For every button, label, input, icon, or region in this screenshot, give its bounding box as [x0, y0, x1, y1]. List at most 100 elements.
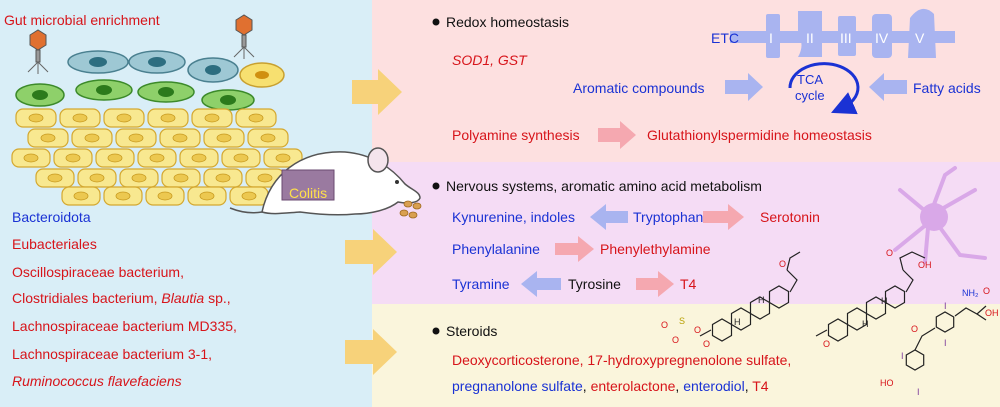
cell-nucleus: [215, 173, 231, 183]
tyrosine-to-t4-arrow: [636, 271, 674, 297]
cell-nucleus: [116, 113, 132, 123]
tca-line2: cycle: [795, 88, 825, 103]
tca-cycle-arrow: [788, 62, 860, 115]
cell-nucleus: [84, 133, 100, 143]
redox-genes: SOD1, GST: [452, 52, 527, 68]
complex-iv: IV: [875, 30, 889, 46]
chem-bond: [954, 305, 987, 317]
steroids-line1: Deoxycorticosterone, 17-hydroxypregnenol…: [452, 352, 792, 368]
cell-nucleus: [173, 173, 189, 183]
taxon-lachnospiraceae-md335: Lachnospiraceae bacterium MD335,: [12, 318, 237, 334]
big-arrow-nervous: [345, 229, 397, 275]
gut-cells-illustration: [15, 50, 285, 111]
cell-nucleus: [107, 153, 123, 163]
cell-nucleus: [115, 191, 131, 201]
cell-nucleus: [157, 191, 173, 201]
cell-nucleus: [149, 153, 165, 163]
etc-membrane: [730, 8, 955, 58]
cell-nucleus: [233, 153, 249, 163]
chem-label-h: H: [881, 296, 888, 306]
chem-label-nh2: NH₂: [962, 288, 979, 298]
colitis-label: Colitis: [289, 185, 328, 201]
steroid-panel-bg: [372, 304, 1000, 407]
chem-label-o: O: [823, 339, 830, 349]
cell-nucleus: [275, 153, 291, 163]
neuron-body: [920, 203, 948, 231]
polyamine-arrow: [598, 121, 636, 149]
cell-nucleus: [204, 113, 220, 123]
chem-bond: [899, 251, 926, 271]
taxon-ruminococcus: Ruminococcus flavefaciens: [12, 373, 182, 389]
separator: ,: [582, 378, 591, 394]
chem-label-h: H: [734, 317, 741, 327]
taxon-eubacteriales: Eubacteriales: [12, 236, 97, 252]
taxon-oscillospiraceae: Oscillospiraceae bacterium,: [12, 264, 184, 280]
fatty-acids: Fatty acids: [913, 80, 981, 96]
serotonin: Serotonin: [760, 209, 820, 225]
chem-label-i: I: [917, 387, 920, 397]
tryptophan-to-serotonin-arrow: [703, 204, 744, 230]
cell-nucleus: [216, 133, 232, 143]
chem-bond: [815, 329, 828, 337]
chem-label-o: O: [703, 339, 710, 349]
cell-nucleus: [73, 191, 89, 201]
chem-bond: [786, 269, 798, 293]
chem-label-o: O: [911, 324, 918, 334]
phenylalanine: Phenylalanine: [452, 241, 540, 257]
phenylethylamine: Phenylethylamine: [600, 241, 711, 257]
cell-nucleus: [260, 133, 276, 143]
chem-label-h: H: [758, 295, 765, 305]
chem-label-ho: HO: [880, 378, 894, 388]
chem-label-o: O: [694, 325, 701, 335]
cell-nucleus: [241, 191, 257, 201]
etc-label: ETC: [711, 30, 739, 46]
chem-label-s: S: [679, 316, 685, 326]
chem-atom-labels: O S O O O O H H O O OH H H NH₂ O OH I I …: [661, 248, 999, 397]
chem-ring: [905, 349, 925, 371]
cell-nucleus: [65, 153, 81, 163]
phage-icon: [233, 14, 255, 59]
colitis-tissue-image: [281, 169, 335, 201]
chem-label-o: O: [779, 259, 786, 269]
chem-label-i: I: [944, 338, 947, 348]
complex-iii: III: [840, 30, 852, 46]
taxon-lachnospiraceae-3-1: Lachnospiraceae bacterium 3-1,: [12, 346, 213, 362]
tryptophan: Tryptophan: [633, 209, 704, 225]
big-arrow-steroids: [345, 329, 397, 375]
complex-i: I: [769, 30, 773, 46]
cell-nucleus: [199, 191, 215, 201]
nervous-panel-bg: [372, 162, 1000, 304]
cell-nucleus: [172, 133, 188, 143]
chem-label-oh: OH: [985, 308, 999, 318]
chem-label-i: I: [901, 351, 904, 361]
tca-line1: TCA: [797, 72, 823, 87]
chem-bond: [699, 329, 712, 337]
complex-v: V: [915, 30, 925, 46]
bullet: [432, 327, 440, 335]
cell-nucleus: [89, 173, 105, 183]
chem-bond: [976, 313, 987, 321]
cell-nucleus: [248, 113, 264, 123]
complex-ii: II: [806, 30, 814, 46]
taxon-bacteroidota: Bacteroidota: [12, 209, 91, 225]
taxon-clostridiales: Clostridiales bacterium,: [12, 290, 162, 306]
separator: ,: [744, 378, 753, 394]
cell-nucleus: [191, 153, 207, 163]
kynurenine-indoles: Kynurenine, indoles: [452, 209, 575, 225]
chem-ring: [711, 318, 733, 342]
bullet: [432, 18, 440, 26]
cell-nucleus: [23, 153, 39, 163]
chem-label-o: O: [661, 320, 668, 330]
aromatic-to-tca-arrow: [725, 73, 763, 101]
chem-ring: [768, 285, 790, 309]
chem-ring: [935, 311, 955, 333]
chem-ring: [884, 285, 906, 309]
chem-label-o: O: [672, 335, 679, 345]
fecal-pellets-icon: [399, 200, 422, 219]
cell-nucleus: [40, 133, 56, 143]
taxon-blautia: Blautia: [161, 290, 205, 306]
aromatic-compounds: Aromatic compounds: [573, 80, 705, 96]
glutathionylspermidine: Glutathionylspermidine homeostasis: [647, 127, 872, 143]
